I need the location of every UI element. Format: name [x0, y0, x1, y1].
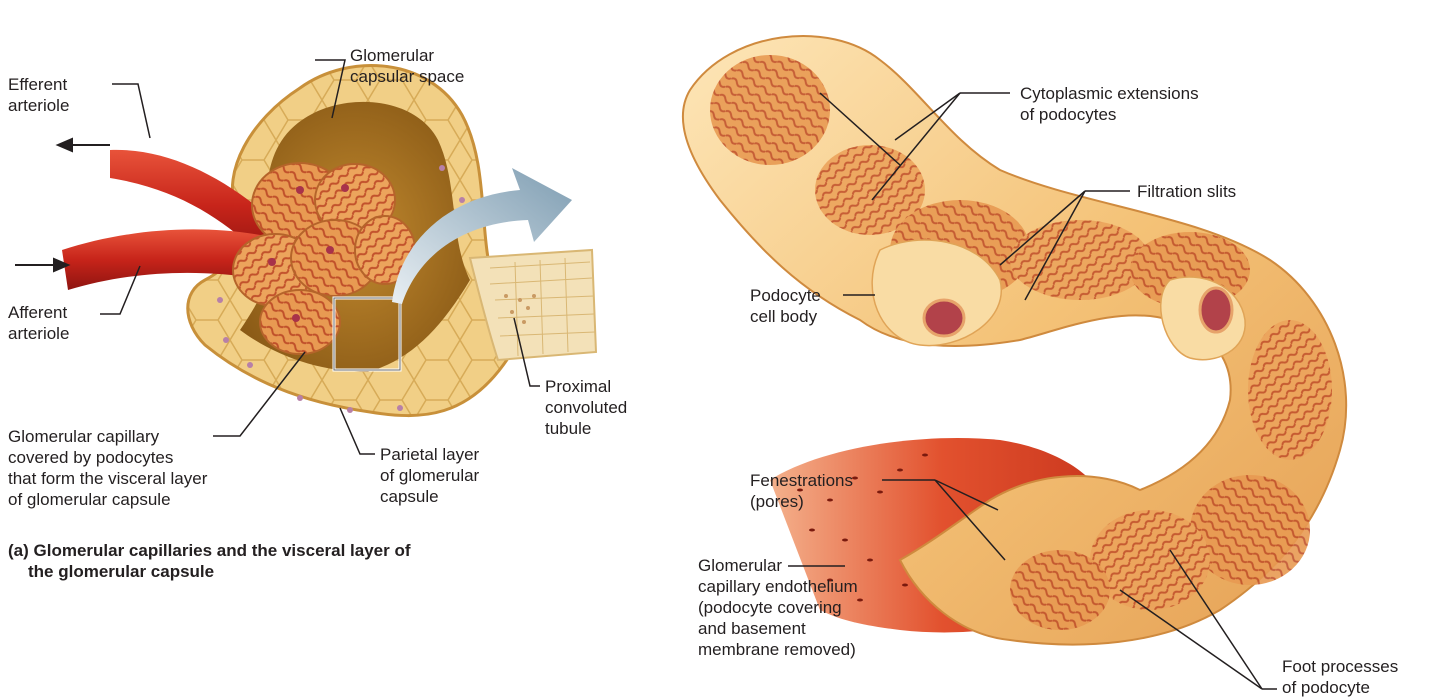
label-filtration-slits: Filtration slits	[1137, 181, 1236, 202]
label-afferent-arteriole: Afferent arteriole	[8, 302, 69, 344]
label-proximal-tubule: Proximal convoluted tubule	[545, 376, 627, 439]
label-foot-processes: Foot processes of podocyte	[1282, 656, 1398, 698]
label-podocyte-cell-body: Podocyte cell body	[750, 285, 821, 327]
label-cytoplasmic-extensions: Cytoplasmic extensions of podocytes	[1020, 83, 1199, 125]
label-glomerular-capsular-space: Glomerular capsular space	[350, 45, 464, 87]
caption-line-1: (a) Glomerular capillaries and the visce…	[8, 540, 411, 561]
label-endothelium: Glomerular capillary endothelium (podocy…	[698, 555, 858, 660]
label-efferent-arteriole: Efferent arteriole	[8, 74, 69, 116]
label-parietal-layer: Parietal layer of glomerular capsule	[380, 444, 479, 507]
label-glomerular-capillary: Glomerular capillary covered by podocyte…	[8, 426, 207, 510]
caption-line-2: the glomerular capsule	[8, 561, 411, 582]
label-fenestrations: Fenestrations (pores)	[750, 470, 853, 512]
figure-caption: (a) Glomerular capillaries and the visce…	[8, 540, 411, 582]
